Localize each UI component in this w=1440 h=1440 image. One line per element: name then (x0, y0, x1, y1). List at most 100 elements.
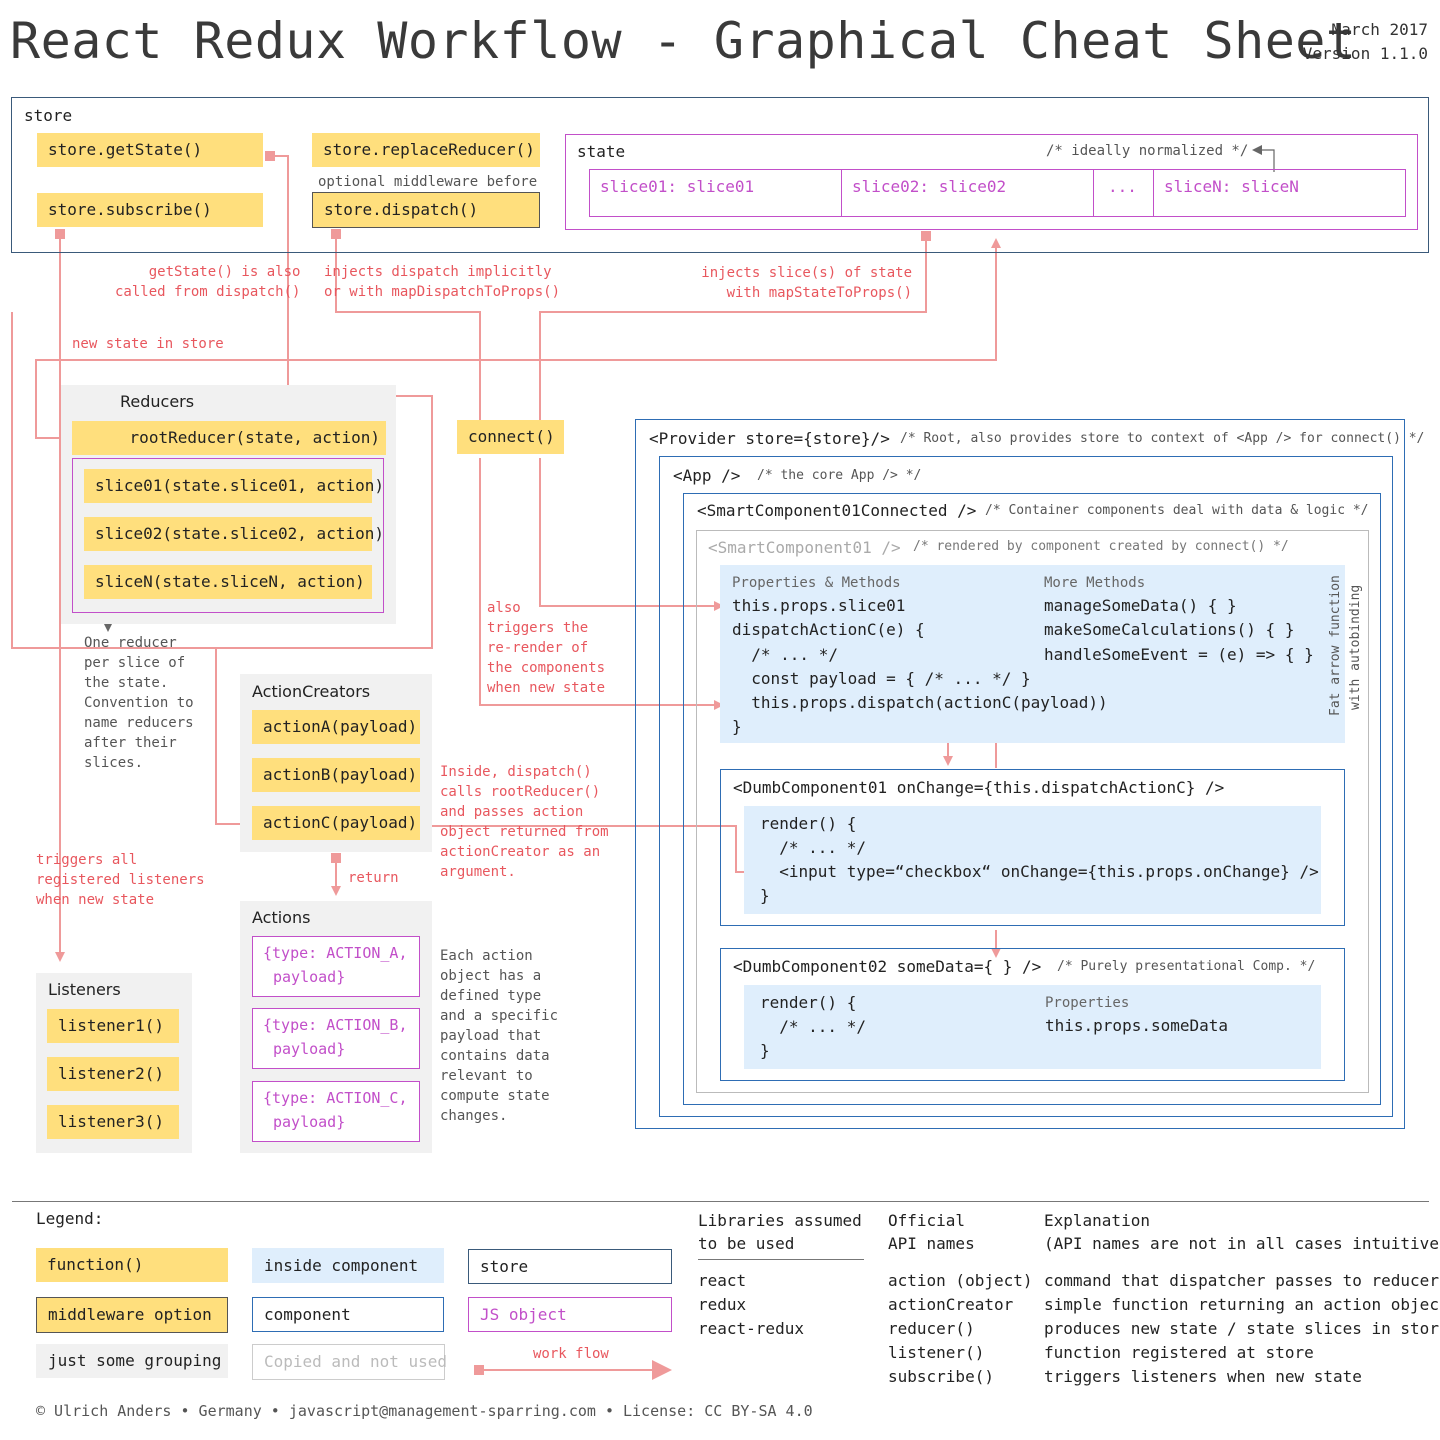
action-payload: payload} (273, 1040, 346, 1058)
action-payload: payload} (273, 1113, 346, 1131)
state-comment: /* ideally normalized */ (1046, 143, 1249, 159)
listener-function[interactable]: listener3() (47, 1105, 179, 1139)
legend-function: function() (36, 1248, 228, 1282)
code-line: /* ... */ (760, 1017, 866, 1036)
slice-cell: ... (1094, 170, 1154, 216)
legend-middleware: middleware option (36, 1297, 228, 1333)
app-comment: /* the core App /> */ (757, 468, 922, 483)
method-line: makeSomeCalculations() { } (1044, 620, 1295, 639)
store-getstate[interactable]: store.getState() (37, 133, 263, 167)
api-explanation: simple function returning an action obje… (1044, 1295, 1440, 1314)
api-title-line: Official (888, 1211, 966, 1230)
fat-arrow-note: Fat arrow function with autobinding (1326, 575, 1366, 716)
dumb1-inside-component (744, 806, 1321, 914)
libraries-title-line: to be used (698, 1234, 795, 1253)
action-object: {type: ACTION_A, payload} (252, 936, 420, 997)
smart-component-copied (696, 530, 1369, 1093)
library-item: react-redux (698, 1319, 804, 1338)
store-label: store (24, 106, 73, 125)
dumb-component-01 (720, 769, 1345, 926)
api-name: subscribe() (888, 1367, 994, 1386)
page-title: React Redux Workflow - Graphical Cheat S… (10, 12, 1357, 70)
slice-row: slice01: slice01 slice02: slice02 ... sl… (589, 169, 1406, 217)
dumb2-properties-label: Properties (1045, 995, 1130, 1011)
store-container (11, 97, 1429, 253)
libraries-divider (698, 1259, 864, 1260)
explanation-title-line: Explanation (1044, 1211, 1150, 1230)
dumb2-comment: /* Purely presentational Comp. */ (1057, 959, 1316, 974)
legend-work-flow-arrow (474, 1360, 672, 1380)
state-box (565, 134, 1418, 230)
actions-label: Actions (252, 908, 311, 927)
code-line: /* ... */ (760, 838, 866, 857)
smart-label: <SmartComponent01 /> (708, 538, 901, 557)
smart-connected-label: <SmartComponent01Connected /> (697, 501, 977, 520)
slice-cell: sliceN: sliceN (1164, 177, 1299, 196)
api-title-line: API names (888, 1234, 975, 1253)
dumb1-label: <DumbComponent01 onChange={this.dispatch… (733, 778, 1225, 797)
code-line: } (760, 1041, 770, 1060)
legend-store: store (468, 1249, 672, 1284)
middleware-note: optional middleware before (318, 174, 538, 190)
dumb2-inside-component (744, 985, 1321, 1069)
state-label: state (577, 142, 626, 161)
action-type: {type: ACTION_B, (263, 1016, 408, 1034)
api-explanation: command that dispatcher passes to reduce… (1044, 1271, 1439, 1290)
legend-component: component (252, 1297, 444, 1332)
annotation-new-state: new state in store (72, 336, 224, 352)
connect-function[interactable]: connect() (457, 420, 564, 454)
annotation-inside-dispatch: Inside, dispatch() calls rootReducer() a… (440, 764, 609, 880)
slice-cell: slice02: slice02 (842, 170, 1094, 216)
explanation-title-line: (API names are not in all cases intuitiv… (1044, 1234, 1440, 1253)
listener-function[interactable]: listener2() (47, 1057, 179, 1091)
provider-comment: /* Root, also provides store to context … (900, 431, 1425, 446)
code-line: render() { (760, 993, 857, 1012)
api-explanation: function registered at store (1044, 1343, 1314, 1362)
action-creator[interactable]: actionB(payload) (252, 758, 420, 792)
slice-reducers-box (72, 458, 384, 613)
api-name: reducer() (888, 1319, 975, 1338)
store-replacereducer[interactable]: store.replaceReducer() (312, 133, 540, 167)
libraries-list: react redux react-redux (698, 1269, 804, 1341)
legend-title: Legend: (36, 1209, 104, 1228)
annotation-each-action: Each action object has a defined type an… (440, 948, 559, 1124)
code-line: render() { (760, 814, 857, 833)
root-reducer[interactable]: rootReducer(state, action) (72, 421, 386, 455)
code-line: this.props.slice01 (732, 596, 906, 615)
fat-arrow-line: Fat arrow function (1328, 575, 1343, 716)
code-line: const payload = { /* ... */ } (732, 669, 1031, 688)
annotation-injects-dispatch: injects dispatch implicitly or with mapD… (324, 264, 561, 300)
action-object: {type: ACTION_C, payload} (252, 1081, 420, 1142)
action-payload: payload} (273, 968, 346, 986)
listener-function[interactable]: listener1() (47, 1009, 179, 1043)
legend-js-object: JS object (468, 1297, 672, 1332)
slice-reducer[interactable]: slice02(state.slice02, action) (84, 517, 384, 551)
method-line: manageSomeData() { } (1044, 596, 1237, 615)
dumb2-property: this.props.someData (1045, 1016, 1229, 1035)
api-explanation: produces new state / state slices in sto… (1044, 1319, 1440, 1338)
more-methods-label: More Methods (1044, 575, 1146, 591)
actioncreators-label: ActionCreators (252, 682, 371, 701)
annotation-also-triggers: also triggers the re-render of the compo… (487, 600, 606, 696)
app-component (659, 456, 1393, 1117)
action-creator[interactable]: actionC(payload) (252, 806, 420, 840)
legend-divider (12, 1201, 1429, 1202)
store-subscribe[interactable]: store.subscribe() (37, 193, 263, 227)
slice-reducer[interactable]: sliceN(state.sliceN, action) (84, 565, 372, 599)
api-explanation-list: command that dispatcher passes to reduce… (1044, 1269, 1440, 1389)
api-explanation: triggers listeners when new state (1044, 1367, 1362, 1386)
api-name-list: action (object) actionCreator reducer() … (888, 1269, 1033, 1389)
annotation-triggers-all: triggers all registered listeners when n… (36, 852, 205, 908)
store-dispatch[interactable]: store.dispatch() (312, 192, 540, 228)
slice-cell: slice01: slice01 (590, 170, 842, 216)
library-item: redux (698, 1295, 747, 1314)
smart-inside-component (720, 565, 1345, 743)
api-name: action (object) (888, 1271, 1033, 1290)
slice-reducer[interactable]: slice01(state.slice01, action) (84, 469, 384, 503)
annotation-one-reducer: One reducer per slice of the state. Conv… (84, 635, 194, 771)
action-type: {type: ACTION_A, (263, 944, 408, 962)
legend-copied: Copied and not used (252, 1344, 447, 1380)
provider-label: <Provider store={store}/> (649, 429, 890, 448)
smart-connected-component (683, 493, 1381, 1105)
action-creator[interactable]: actionA(payload) (252, 710, 420, 744)
